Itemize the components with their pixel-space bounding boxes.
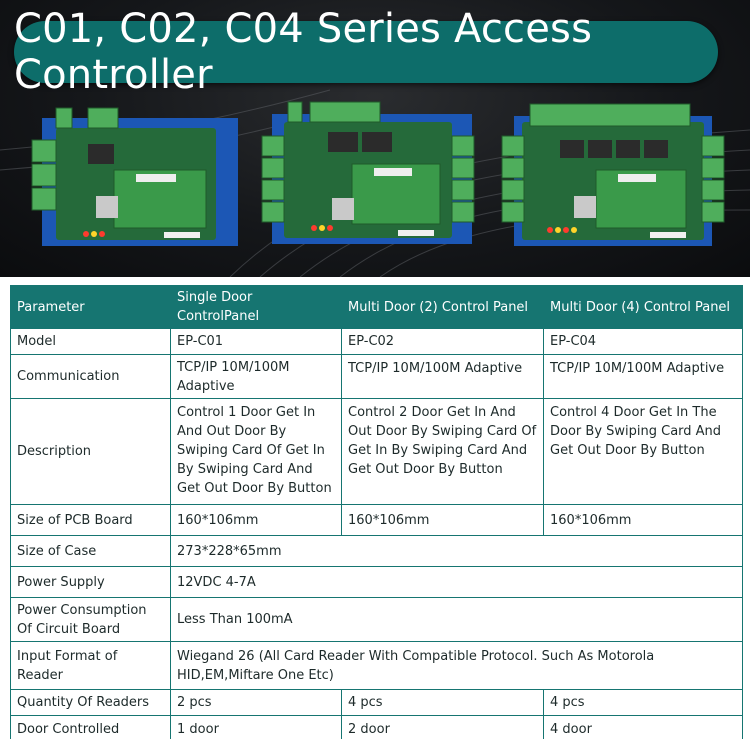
- pcb-size-c04: 160*106mm: [543, 504, 743, 536]
- row-label-input-format: Input Format of Reader: [10, 641, 171, 690]
- row-label-readers: Quantity Of Readers: [10, 689, 171, 716]
- ep-c02-board-image: [261, 101, 475, 244]
- doors-c02: 2 door: [341, 715, 544, 739]
- communication-c04: TCP/IP 10M/100M Adaptive: [543, 354, 743, 399]
- doors-c01: 1 door: [170, 715, 342, 739]
- communication-c01: TCP/IP 10M/100M Adaptive: [170, 354, 342, 399]
- case-size-value: 273*228*65mm: [170, 535, 743, 567]
- power-supply-value: 12VDC 4-7A: [170, 566, 743, 598]
- table-header-row: Parameter Single Door ControlPanel Multi…: [10, 285, 743, 329]
- readers-c01: 2 pcs: [170, 689, 342, 716]
- product-banner: C01, C02, C04 Series Access Controller: [0, 0, 750, 277]
- table-row: Communication TCP/IP 10M/100M Adaptive T…: [10, 354, 743, 399]
- header-parameter: Parameter: [10, 285, 171, 329]
- banner-title: C01, C02, C04 Series Access Controller: [14, 6, 593, 98]
- ep-c01-board-image: [31, 107, 238, 246]
- communication-c02: TCP/IP 10M/100M Adaptive: [341, 354, 544, 399]
- table-row: Power Consumption Of Circuit Board Less …: [10, 597, 743, 642]
- table-row: Size of PCB Board 160*106mm 160*106mm 16…: [10, 504, 743, 536]
- spec-table: Parameter Single Door ControlPanel Multi…: [10, 285, 743, 739]
- row-label-communication: Communication: [10, 354, 171, 399]
- description-c01: Control 1 Door Get In And Out Door By Sw…: [170, 398, 342, 505]
- power-consumption-value: Less Than 100mA: [170, 597, 743, 642]
- row-label-power-consumption: Power Consumption Of Circuit Board: [10, 597, 171, 642]
- header-single-door: Single Door ControlPanel: [170, 285, 342, 329]
- header-multi-door-4: Multi Door (4) Control Panel: [543, 285, 743, 329]
- row-label-pcb-size: Size of PCB Board: [10, 504, 171, 536]
- description-c02: Control 2 Door Get In And Out Door By Sw…: [341, 398, 544, 505]
- pcb-size-c01: 160*106mm: [170, 504, 342, 536]
- row-label-power-supply: Power Supply: [10, 566, 171, 598]
- pcb-size-c02: 160*106mm: [341, 504, 544, 536]
- model-c02: EP-C02: [341, 328, 544, 355]
- model-c04: EP-C04: [543, 328, 743, 355]
- table-row: Power Supply 12VDC 4-7A: [10, 566, 743, 598]
- doors-c04: 4 door: [543, 715, 743, 739]
- header-multi-door-2: Multi Door (2) Control Panel: [341, 285, 544, 329]
- description-c04: Control 4 Door Get In The Door By Swipin…: [543, 398, 743, 505]
- ep-c04-board-image: [501, 103, 725, 246]
- banner-title-pill: C01, C02, C04 Series Access Controller: [14, 6, 718, 98]
- row-label-case-size: Size of Case: [10, 535, 171, 567]
- table-row: Door Controlled 1 door 2 door 4 door: [10, 715, 743, 739]
- table-row: Description Control 1 Door Get In And Ou…: [10, 398, 743, 505]
- table-row: Size of Case 273*228*65mm: [10, 535, 743, 567]
- row-label-description: Description: [10, 398, 171, 505]
- table-row: Quantity Of Readers 2 pcs 4 pcs 4 pcs: [10, 689, 743, 716]
- input-format-value: Wiegand 26 (All Card Reader With Compati…: [170, 641, 743, 690]
- row-label-doors: Door Controlled: [10, 715, 171, 739]
- table-row: Input Format of Reader Wiegand 26 (All C…: [10, 641, 743, 690]
- row-label-model: Model: [10, 328, 171, 355]
- model-c01: EP-C01: [170, 328, 342, 355]
- readers-c02: 4 pcs: [341, 689, 544, 716]
- table-row: Model EP-C01 EP-C02 EP-C04: [10, 328, 743, 355]
- readers-c04: 4 pcs: [543, 689, 743, 716]
